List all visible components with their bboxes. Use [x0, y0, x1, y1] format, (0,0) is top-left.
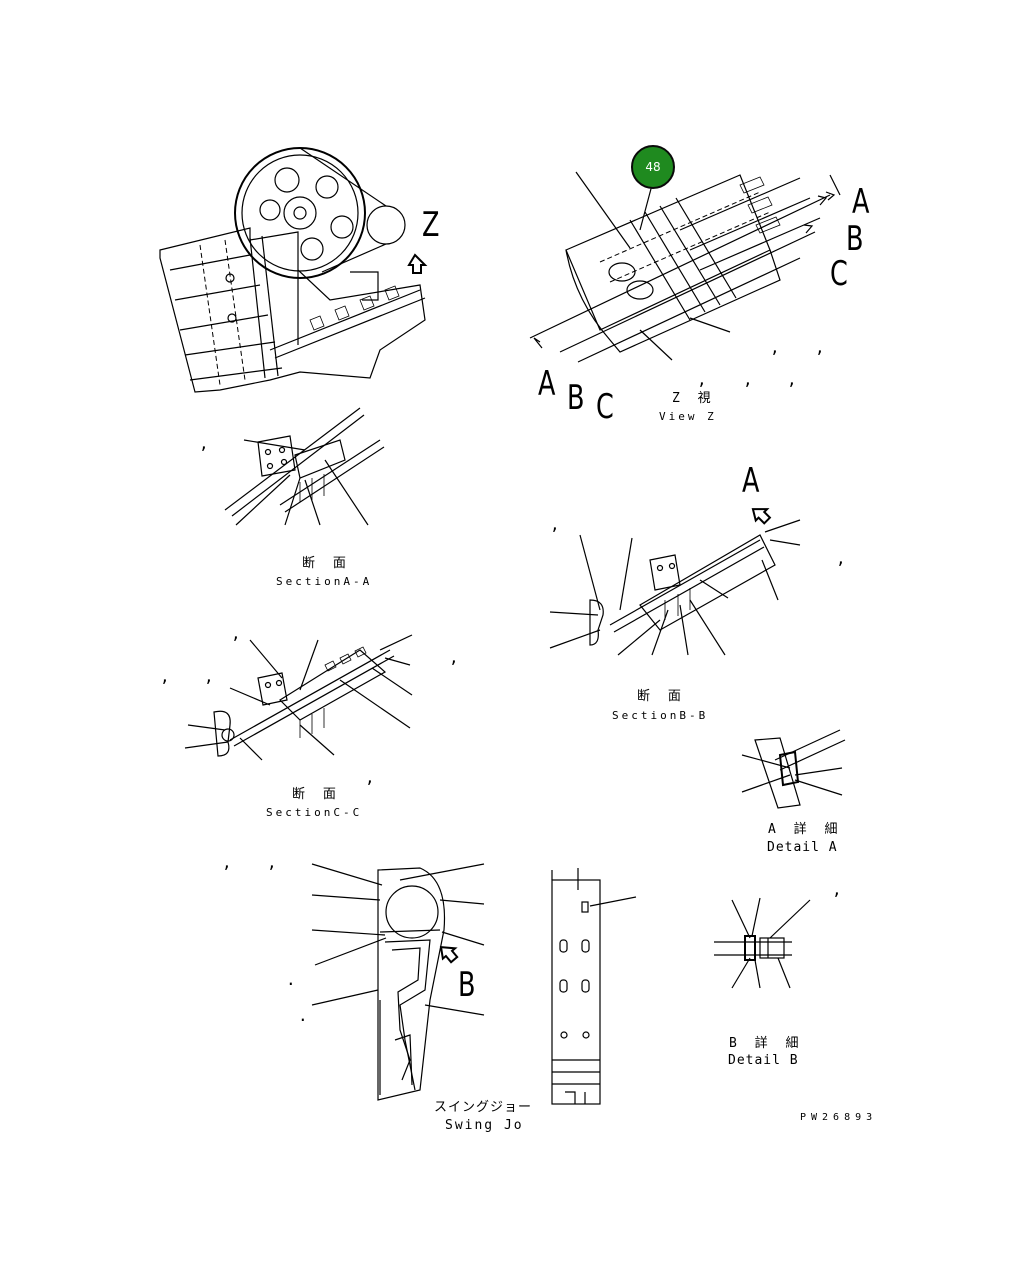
ref-mark: ,	[449, 648, 459, 667]
swing-jaw-side-drawing	[551, 868, 637, 1105]
detail-b-drawing	[714, 897, 811, 989]
section-cc-drawing	[184, 634, 413, 761]
view-z-title-jp: Z 視	[672, 391, 716, 406]
section-aa-drawing	[224, 407, 385, 526]
section-letter-b-left: B	[567, 378, 585, 418]
section-letter-c-right: C	[830, 254, 848, 294]
ref-mark: ,	[231, 624, 241, 643]
ref-mark: .	[286, 970, 296, 989]
callout-number: 48	[645, 160, 661, 174]
ref-mark: ,	[222, 853, 232, 872]
ref-mark: ,	[199, 434, 209, 453]
swing-jaw-marker-b: B	[458, 965, 476, 1005]
callout-badge[interactable]: 48	[631, 145, 675, 189]
section-letter-a-right: A	[852, 182, 870, 222]
swing-jaw-drawing	[311, 863, 485, 1101]
section-bb-title-jp: 断 面	[637, 689, 686, 704]
section-letter-a-left: A	[538, 364, 556, 404]
section-aa-title-jp: 断 面	[302, 556, 351, 571]
section-bb-title-en: SectionB-B	[612, 709, 709, 722]
view-marker-z: Z	[422, 205, 440, 245]
ref-mark: ,	[697, 370, 707, 389]
ref-mark: ,	[365, 768, 375, 787]
view-z-title-en: View Z	[659, 410, 717, 423]
drawing-number: PW26893	[800, 1112, 878, 1123]
section-bb-drawing	[549, 508, 801, 656]
detail-b-title-en: Detail B	[728, 1053, 799, 1068]
view-z-drawing	[529, 171, 841, 363]
ref-mark: ,	[204, 667, 214, 686]
detail-a-drawing	[741, 729, 846, 809]
section-cc-title-jp: 断 面	[292, 787, 341, 802]
ref-mark: ,	[267, 853, 277, 872]
swing-jaw-title-en: Swing Jo	[445, 1118, 524, 1133]
section-bb-marker-a: A	[742, 461, 760, 501]
ref-mark: .	[298, 1006, 308, 1025]
ref-mark: ,	[836, 549, 846, 568]
ref-mark: ,	[160, 667, 170, 686]
main-machine-view	[159, 147, 428, 393]
ref-mark: ,	[550, 515, 560, 534]
section-letter-b-right: B	[846, 219, 864, 259]
detail-a-title-en: Detail A	[767, 840, 838, 855]
ref-mark: ,	[743, 370, 753, 389]
section-cc-title-en: SectionC-C	[266, 806, 363, 819]
detail-b-title-jp: B 詳 細	[729, 1036, 804, 1051]
ref-mark: ,	[832, 880, 842, 899]
section-aa-title-en: SectionA-A	[276, 575, 373, 588]
detail-a-title-jp: A 詳 細	[768, 822, 843, 837]
ref-mark: ,	[770, 338, 780, 357]
swing-jaw-title-jp: スイングジョー	[434, 1100, 533, 1115]
section-letter-c-left: C	[596, 387, 614, 427]
ref-mark: ,	[787, 370, 797, 389]
ref-mark: ,	[815, 338, 825, 357]
